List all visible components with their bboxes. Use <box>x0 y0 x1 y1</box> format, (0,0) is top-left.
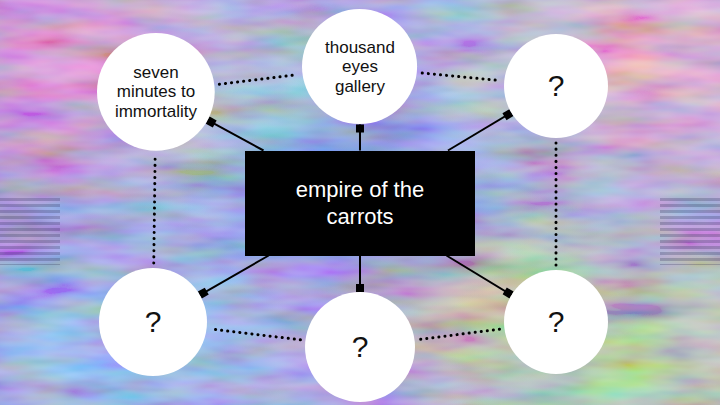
circle-label: ? <box>548 71 565 101</box>
circle-label: thousand eyes gallery <box>318 38 403 97</box>
topic-circle: ? <box>99 268 207 376</box>
circle-label: ? <box>548 307 565 337</box>
stripe-band <box>660 195 720 265</box>
topic-circle: ? <box>504 34 608 138</box>
spoke-line <box>198 256 269 299</box>
spoke-line <box>356 125 364 151</box>
end-marker <box>356 125 364 133</box>
spoke-line <box>206 117 264 151</box>
topic-circle: seven minutes to immortality <box>97 33 215 151</box>
stripe-band <box>0 195 60 265</box>
end-marker <box>356 284 364 292</box>
circle-label: ? <box>145 307 162 337</box>
box-title: empire of the carrots <box>265 176 455 231</box>
circle-label: ? <box>352 332 369 362</box>
circle-label: seven minutes to immortality <box>112 63 200 122</box>
topic-circle: thousand eyes gallery <box>302 9 417 124</box>
dotted-link <box>154 156 155 263</box>
spoke-line <box>448 109 513 150</box>
topic-circle: ? <box>504 270 608 374</box>
dotted-link <box>212 329 301 340</box>
topic-circle: ? <box>305 292 415 402</box>
dotted-link <box>219 75 298 85</box>
dotted-link <box>420 329 500 339</box>
dotted-link <box>422 73 499 80</box>
spoke-line <box>446 256 513 299</box>
dotted-link <box>556 143 557 265</box>
center-box: empire of the carrots <box>245 151 475 256</box>
spoke-line <box>356 256 364 293</box>
